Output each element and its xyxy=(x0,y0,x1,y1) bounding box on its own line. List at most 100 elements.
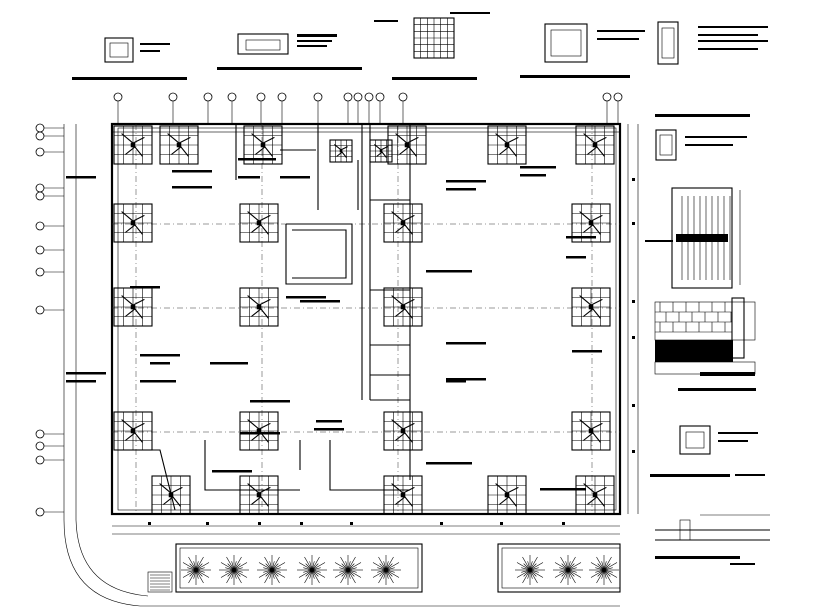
annotation-tag xyxy=(314,428,344,431)
footing xyxy=(383,475,423,515)
grid-axis-bubble xyxy=(35,191,45,201)
detail-stair-block xyxy=(645,187,741,289)
annotation-tag xyxy=(286,296,326,299)
footing xyxy=(239,475,279,515)
plant-symbol xyxy=(219,555,249,585)
detail-stair-connection-block xyxy=(655,514,770,565)
detail-beam-2-block xyxy=(655,114,750,161)
grid-axis-bubble xyxy=(35,131,45,141)
plant-symbol xyxy=(371,555,401,585)
foundation-plan xyxy=(63,122,639,607)
grid-axis-bubble xyxy=(313,92,323,102)
annotation-tag xyxy=(316,420,342,423)
annotation-tag xyxy=(172,170,212,173)
footing xyxy=(387,125,427,165)
footing xyxy=(159,125,199,165)
grid-axis-bubble xyxy=(35,123,45,133)
annotation-tag xyxy=(212,470,252,473)
dim-tick xyxy=(500,522,503,525)
grid-axis-bubble xyxy=(256,92,266,102)
annotation-tag xyxy=(446,342,486,345)
footing xyxy=(383,287,423,327)
plant-symbol xyxy=(257,555,287,585)
annotation-tag xyxy=(238,158,276,161)
grid-axis-bubble xyxy=(203,92,213,102)
annotation-tag xyxy=(572,350,602,353)
footing xyxy=(369,139,393,163)
annotation-tag xyxy=(300,300,340,303)
dim-tick xyxy=(258,522,261,525)
plant-symbol xyxy=(297,555,327,585)
annotation-tag xyxy=(250,400,290,403)
annotation-tag xyxy=(66,372,106,375)
detail-footing-section-block xyxy=(217,33,362,70)
grid-axes-top xyxy=(113,92,623,124)
footing xyxy=(487,125,527,165)
dim-tick xyxy=(300,522,303,525)
grid-axis-bubble xyxy=(168,92,178,102)
footing xyxy=(575,475,615,515)
dim-tick xyxy=(148,522,151,525)
grid-axis-bubble xyxy=(35,441,45,451)
grid-axis-bubble xyxy=(35,429,45,439)
grid-axis-bubble xyxy=(364,92,374,102)
plant-symbol xyxy=(515,555,545,585)
grid-axis-bubble xyxy=(35,183,45,193)
dim-tick xyxy=(562,522,565,525)
grid-axis-bubble xyxy=(277,92,287,102)
annotation-tag xyxy=(540,488,586,491)
section-footing-block xyxy=(654,297,756,391)
footing xyxy=(113,203,153,243)
annotation-tag xyxy=(566,236,596,239)
footing xyxy=(113,125,153,165)
plant-symbol xyxy=(589,555,619,585)
grid-axes-left xyxy=(35,123,64,517)
annotation-tag xyxy=(238,176,260,179)
grid-axis-bubble xyxy=(35,221,45,231)
dim-tick xyxy=(632,336,635,339)
footing xyxy=(487,475,527,515)
footing xyxy=(239,203,279,243)
grid-axis-bubble xyxy=(227,92,237,102)
annotation-tag xyxy=(66,176,96,179)
detail-column-2-block xyxy=(520,23,645,78)
annotation-tag xyxy=(66,380,96,383)
grid-axis-bubble xyxy=(353,92,363,102)
dim-tick xyxy=(632,450,635,453)
footing xyxy=(239,287,279,327)
detail-column-1-block xyxy=(72,37,187,80)
grid-axis-bubble xyxy=(35,267,45,277)
annotation-tag xyxy=(426,462,472,465)
grid-axis-bubble xyxy=(613,92,623,102)
grid-axis-bubble xyxy=(35,305,45,315)
annotation-tag xyxy=(520,174,546,177)
annotation-tag xyxy=(446,378,486,381)
grid-axis-bubble xyxy=(602,92,612,102)
grid-axis-bubble xyxy=(343,92,353,102)
footing xyxy=(571,203,611,243)
plant-symbol xyxy=(333,555,363,585)
grid-axis-bubble xyxy=(375,92,385,102)
grid-axis-bubble xyxy=(35,245,45,255)
footing xyxy=(329,139,353,163)
plant-symbol xyxy=(181,555,211,585)
annotation-tag xyxy=(130,286,160,289)
footing xyxy=(571,287,611,327)
grid-axis-bubble xyxy=(398,92,408,102)
footing xyxy=(113,411,153,451)
annotation-tag xyxy=(140,380,176,383)
annotation-tag xyxy=(210,362,248,365)
landscape-strip xyxy=(147,543,621,593)
dim-tick xyxy=(632,222,635,225)
grid-axis-bubble xyxy=(35,147,45,157)
footing xyxy=(383,203,423,243)
dim-tick xyxy=(440,522,443,525)
footing xyxy=(151,475,191,515)
annotation-tag xyxy=(240,432,280,435)
plan-footing-block xyxy=(374,12,490,80)
footing xyxy=(575,125,615,165)
annotation-tag xyxy=(446,180,486,183)
annotation-tag xyxy=(150,362,170,365)
footing xyxy=(383,411,423,451)
